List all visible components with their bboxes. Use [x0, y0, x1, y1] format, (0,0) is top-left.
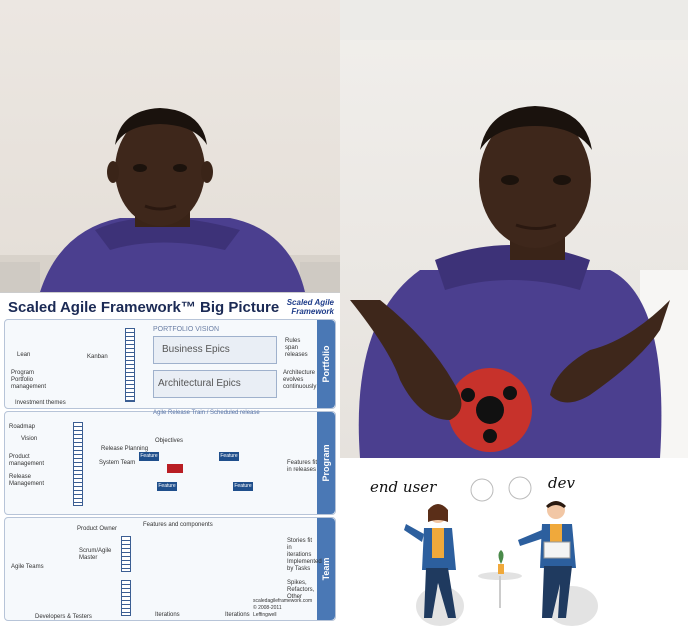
cartoon-illustration — [404, 476, 598, 626]
business-epics-label: Business Epics — [162, 344, 230, 355]
art-banner-label: Agile Release Train / Scheduled release — [153, 410, 260, 416]
business-epics-bar: Business Epics — [153, 336, 277, 364]
rules-span-note: Rules span releases — [285, 338, 308, 358]
team-backlog-stack-2 — [121, 580, 131, 616]
system-team-label: System Team — [99, 460, 136, 466]
product-owner-label: Product Owner — [77, 526, 118, 532]
safe-title: Scaled Agile Framework™ Big Picture — [8, 299, 280, 316]
photo-person-right — [340, 0, 688, 458]
release-planning-label: Release Planning — [101, 446, 149, 452]
team-band: Team Product Owner Scrum/Agile Master Ag… — [4, 517, 336, 621]
architectural-epics-bar: Architectural Epics — [153, 370, 277, 398]
architectural-epics-label: Architectural Epics — [158, 378, 241, 389]
lean-label: Lean — [17, 352, 31, 358]
objectives-label: Objectives — [155, 438, 184, 444]
feature-box-red — [167, 464, 183, 473]
portfolio-band: Portfolio Lean Program Portfolio managem… — [4, 319, 336, 409]
person-right-illustration — [340, 0, 688, 458]
spikes-note: Spikes, Refactors, Other — [287, 580, 315, 600]
end-user-label: end user — [370, 478, 437, 496]
safe-logo-line2: Framework — [291, 307, 334, 316]
photo-person-left — [0, 0, 340, 292]
feature-box-2: Feature — [219, 452, 239, 461]
safe-logo: Scaled Agile Framework — [270, 298, 334, 320]
feature-box-4: Feature — [233, 482, 253, 491]
team-band-label: Team — [317, 518, 335, 620]
program-backlog-stack — [73, 422, 83, 506]
release-management-label: Release Management — [9, 474, 45, 487]
architecture-evolves-note: Architecture evolves continuously — [283, 370, 317, 390]
program-band-label: Program — [317, 412, 335, 514]
investment-label: Investment themes — [15, 400, 66, 406]
program-band: Program Roadmap Vision Product managemen… — [4, 410, 336, 515]
safe-big-picture-diagram: Scaled Agile Framework™ Big Picture Scal… — [0, 292, 340, 634]
portfolio-vision-label: PORTFOLIO VISION — [153, 326, 219, 333]
stories-note: Stories fit in iterations Implemented by… — [287, 538, 322, 572]
person-left-illustration — [0, 108, 340, 292]
roadmap-label: Roadmap — [9, 424, 36, 430]
developers-testers-label: Developers & Testers — [35, 614, 92, 620]
product-management-label: Product management — [9, 454, 45, 467]
dev-label: dev — [548, 474, 575, 492]
team-backlog-stack-1 — [121, 536, 131, 572]
agile-teams-label: Agile Teams — [11, 564, 44, 570]
portfolio-band-label: Portfolio — [317, 320, 335, 408]
program-portfolio-mgmt-label: Program Portfolio management — [11, 370, 47, 390]
iterations-label-1: Iterations — [155, 612, 180, 618]
vision-label: Vision — [21, 436, 38, 442]
kanban-label: Kanban — [87, 354, 108, 360]
safe-logo-line1: Scaled Agile — [286, 298, 334, 307]
scrum-master-label: Scrum/Agile Master — [79, 548, 112, 561]
portfolio-backlog-stack — [125, 328, 135, 402]
feature-box-3: Feature — [157, 482, 177, 491]
features-note: Features fit in releases — [287, 460, 318, 473]
features-components-label: Features and components — [143, 522, 213, 528]
end-user-dev-cartoon: end user dev — [340, 458, 688, 634]
iterations-label-2: Iterations — [225, 612, 250, 618]
copyright-label: scaledagileframework.com © 2008-2011 Lef… — [253, 598, 313, 618]
feature-box-1: Feature — [139, 452, 159, 461]
